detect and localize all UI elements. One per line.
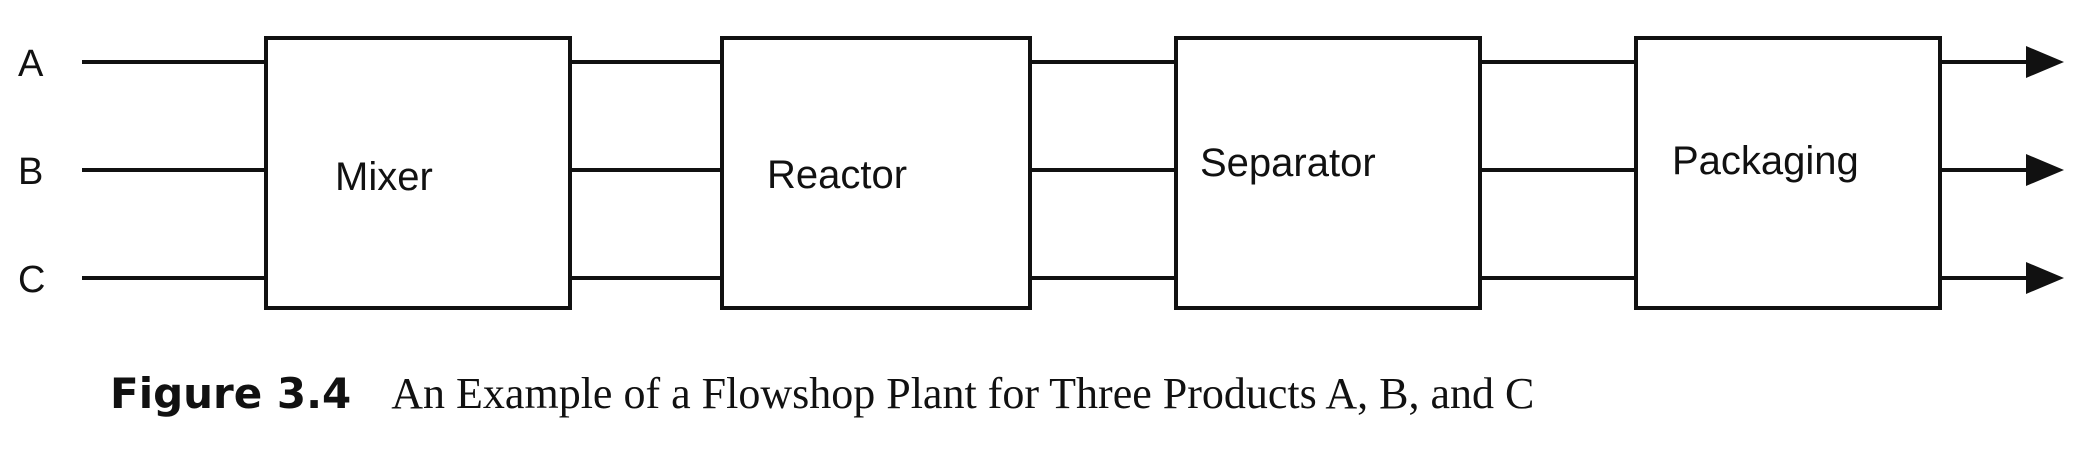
mixer-box — [264, 36, 572, 310]
figure-number: Figure 3.4 — [110, 369, 352, 418]
separator-box — [1174, 36, 1482, 310]
figure-caption: Figure 3.4 An Example of a Flowshop Plant… — [110, 368, 1534, 419]
figure-caption-text: An Example of a Flowshop Plant for Three… — [391, 369, 1535, 418]
arrowhead-icon-a — [2026, 46, 2064, 78]
packaging-box — [1634, 36, 1942, 310]
flow-lines — [82, 60, 2030, 280]
stream-label-c: C — [18, 259, 45, 301]
stream-label-b: B — [18, 151, 43, 193]
mixer-label: Mixer — [335, 155, 433, 199]
packaging-label: Packaging — [1672, 139, 1859, 183]
arrowhead-icon-c — [2026, 262, 2064, 294]
arrowhead-icon-b — [2026, 154, 2064, 186]
reactor-label: Reactor — [767, 153, 907, 197]
reactor-box — [720, 36, 1032, 310]
stream-label-a: A — [18, 43, 44, 85]
separator-label: Separator — [1200, 141, 1376, 185]
